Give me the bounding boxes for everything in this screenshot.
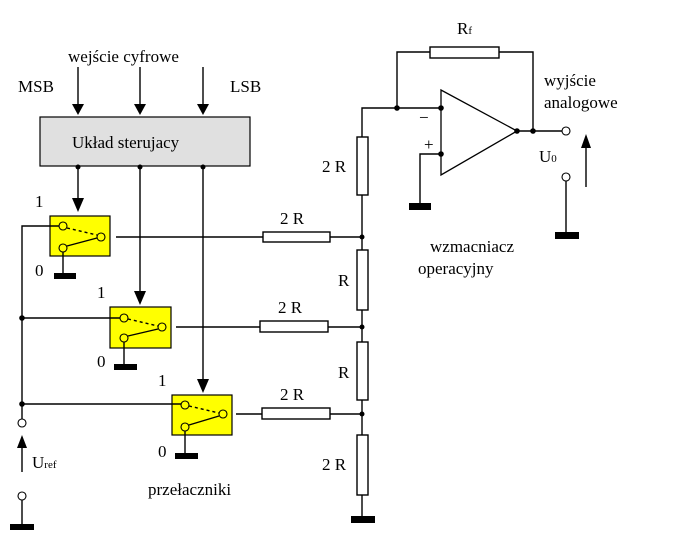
ladder-resistor-bottom-label: 2 R <box>322 455 347 474</box>
rf-label: Rf <box>457 19 472 38</box>
uref-label: Uref <box>32 453 57 472</box>
branch-resistor-3-label: 2 R <box>280 385 305 404</box>
switches-label: przełaczniki <box>148 480 231 499</box>
opamp-label-line-1: wzmacniacz <box>430 237 514 256</box>
output-label-line-2: analogowe <box>544 93 618 112</box>
switch-2-one: 1 <box>97 283 106 302</box>
switch-1-zero: 0 <box>35 261 44 280</box>
control-lines <box>72 164 209 393</box>
branch-resistor-1-label: 2 R <box>280 209 305 228</box>
switch-3 <box>171 394 233 459</box>
ladder-resistor-1-label: R <box>338 271 350 290</box>
u0-label: U0 <box>539 147 557 166</box>
switch-3-zero: 0 <box>158 442 167 461</box>
digital-input-label: wejście cyfrowe <box>68 47 179 66</box>
input-arrows <box>72 67 209 115</box>
switch-2-zero: 0 <box>97 352 106 371</box>
reference-bus <box>10 225 181 530</box>
op-amp <box>394 46 591 239</box>
lsb-label: LSB <box>230 77 261 96</box>
switch-1 <box>49 215 111 279</box>
ladder-resistor-top-label: 2 R <box>322 157 347 176</box>
control-block <box>39 116 251 167</box>
switch-1-one: 1 <box>35 192 44 211</box>
ladder-resistor-2-label: R <box>338 363 350 382</box>
opamp-label-line-2: operacyjny <box>418 259 494 278</box>
noninverting-input-sign: + <box>424 135 434 154</box>
switch-2 <box>109 306 172 370</box>
branch-resistors <box>116 231 362 420</box>
msb-label: MSB <box>18 77 54 96</box>
ladder <box>351 107 441 523</box>
switch-3-one: 1 <box>158 371 167 390</box>
output-label-line-1: wyjście <box>544 71 596 90</box>
branch-resistor-2-label: 2 R <box>278 298 303 317</box>
control-block-label: Układ sterujacy <box>72 133 180 152</box>
inverting-input-sign: − <box>419 108 429 127</box>
